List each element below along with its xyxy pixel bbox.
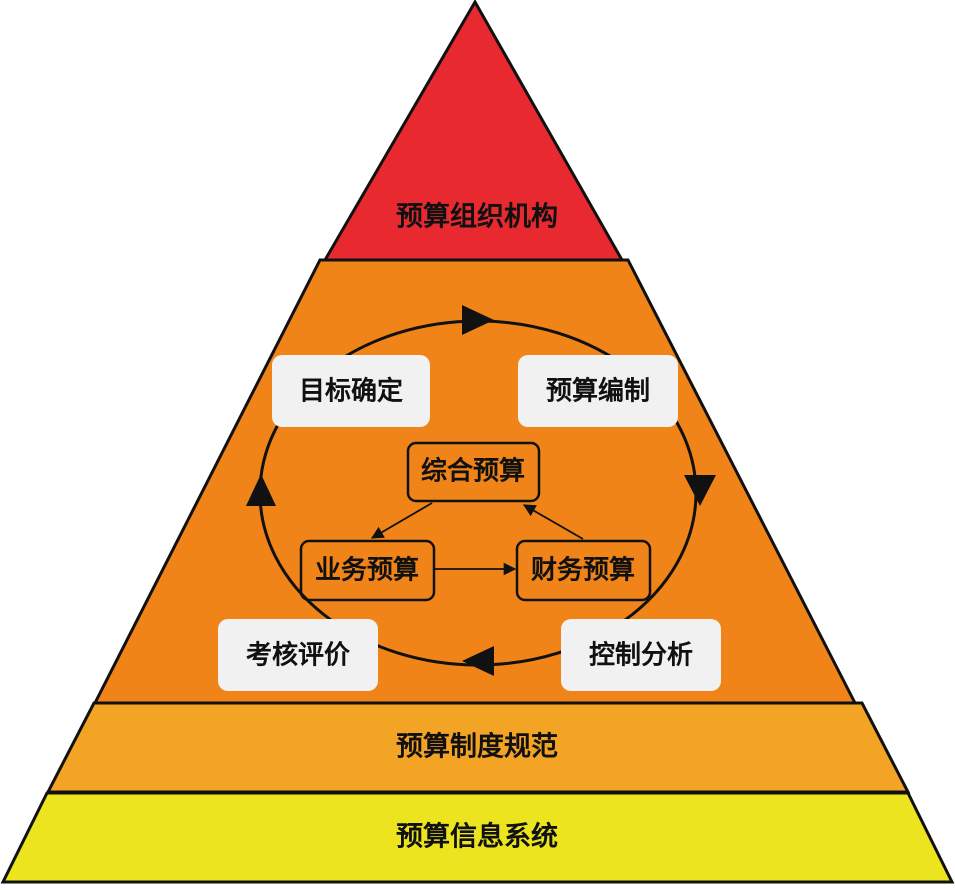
inner-business-label: 业务预算	[315, 555, 419, 586]
step-target-label: 目标确定	[299, 376, 403, 407]
inner-financial-box	[515, 539, 652, 602]
band-tier-label: 预算制度规范	[396, 731, 558, 763]
inner-business-budget: 业务预算	[299, 539, 436, 602]
pyramid-base-tier	[0, 791, 955, 884]
step-control: 控制分析	[561, 619, 721, 691]
cycle-arrow-left	[246, 474, 276, 506]
inner-master-label: 综合预算	[421, 456, 525, 487]
step-evaluate-label: 考核评价	[246, 640, 351, 671]
step-evaluate: 考核评价	[218, 619, 378, 691]
step-compile: 预算编制	[518, 355, 678, 427]
inner-master-budget: 综合预算	[406, 441, 541, 503]
step-control-box	[561, 619, 721, 691]
cycle-arrow-right	[684, 475, 716, 506]
cycle-arrow-bottom	[462, 646, 494, 676]
step-target-box	[272, 355, 430, 427]
step-evaluate-box	[218, 619, 378, 691]
step-target: 目标确定	[272, 355, 430, 427]
cycle-arrow-top	[462, 305, 494, 335]
arrow-financial-to-master	[522, 504, 584, 540]
inner-business-box	[299, 539, 436, 602]
base-tier-label: 预算信息系统	[396, 821, 558, 853]
inner-master-box	[406, 441, 541, 503]
step-control-label: 控制分析	[589, 641, 693, 671]
inner-financial-budget: 财务预算	[515, 539, 652, 602]
step-compile-box	[518, 355, 678, 427]
arrow-master-to-business	[370, 502, 433, 539]
inner-financial-label: 财务预算	[531, 555, 635, 586]
step-compile-label: 预算编制	[546, 376, 650, 407]
top-tier-label: 预算组织机构	[396, 201, 558, 233]
